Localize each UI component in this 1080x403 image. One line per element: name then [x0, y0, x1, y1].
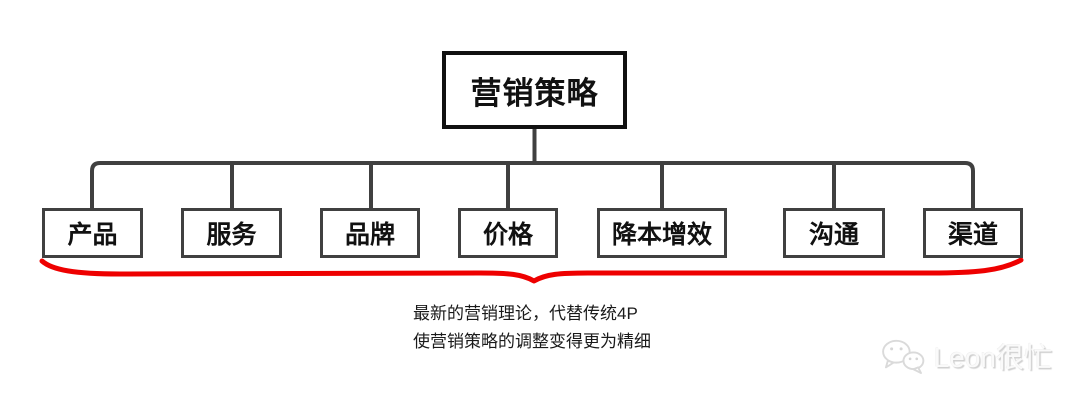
connector-drops: [230, 163, 836, 208]
caption-line-1: 最新的营销理论，代替传统4P: [413, 304, 638, 323]
child-node-cost-efficiency: 降本增效: [597, 208, 727, 258]
child-node-label: 品牌: [344, 221, 395, 249]
root-node-label: 营销策略: [470, 75, 599, 111]
child-node-label: 渠道: [947, 221, 998, 249]
wechat-chat-bubbles-icon: [881, 339, 925, 374]
watermark-text: Leon很忙: [933, 342, 1052, 373]
child-node-channel: 渠道: [923, 208, 1023, 258]
child-node-communication: 沟通: [783, 208, 885, 258]
caption: 最新的营销理论，代替传统4P 使营销策略的调整变得更为精细: [413, 300, 651, 356]
root-node-marketing-strategy: 营销策略: [442, 51, 627, 129]
child-node-service: 服务: [181, 208, 282, 258]
child-node-label: 沟通: [808, 221, 859, 249]
child-node-label: 服务: [206, 221, 257, 249]
child-node-brand: 品牌: [320, 208, 420, 258]
watermark: Leon很忙: [880, 336, 1052, 376]
child-node-label: 降本增效: [611, 221, 712, 249]
child-node-label: 产品: [67, 221, 118, 249]
child-node-product: 产品: [42, 208, 143, 258]
red-brace-underline: [39, 257, 1024, 284]
caption-line-2: 使营销策略的调整变得更为精细: [413, 332, 651, 351]
child-node-label: 价格: [482, 221, 533, 249]
child-node-price: 价格: [458, 208, 558, 258]
connector-rail: [90, 161, 975, 208]
